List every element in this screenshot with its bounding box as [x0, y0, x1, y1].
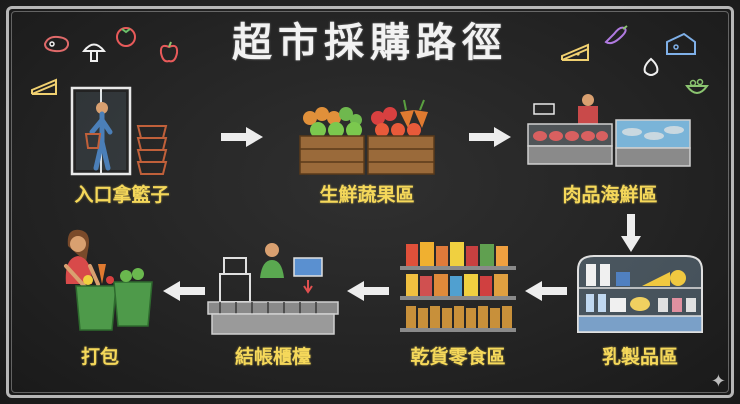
step-label-packing: 打包: [80, 346, 119, 368]
arrow-down-icon: [621, 214, 641, 252]
chalkboard-frame: [6, 6, 734, 398]
step-label-dry-goods: 乾貨零食區: [410, 346, 506, 368]
doodle-cheese-block-icon: [666, 32, 696, 55]
arrow-right-icon: [469, 127, 511, 147]
sparkle-icon: ✦: [710, 371, 726, 392]
doodle-bowl-icon: [685, 78, 709, 94]
packing-bags-icon: [64, 229, 153, 331]
doodle-tomato-icon: [116, 27, 136, 47]
dry-goods-shelf-icon: [400, 242, 516, 332]
step-label-entrance: 入口拿籃子: [74, 184, 170, 206]
doodle-eggplant-icon: [604, 25, 628, 45]
doodle-garlic-icon: [643, 57, 659, 76]
doodle-steak-icon: [43, 35, 70, 53]
step-label-checkout: 結帳櫃檯: [234, 346, 311, 368]
step-label-produce: 生鮮蔬果區: [319, 184, 415, 206]
doodle-mushroom-icon: [82, 43, 106, 62]
dairy-fridge-icon: [577, 255, 703, 333]
entrance-basket-icon: [70, 86, 168, 176]
chalkboard-inner-frame: [11, 11, 729, 393]
arrow-left-icon: [525, 281, 567, 301]
step-label-meat-seafood: 肉品海鮮區: [562, 184, 658, 206]
arrow-left-icon: [163, 281, 205, 301]
arrow-right-icon: [221, 127, 263, 147]
page-title: 超市採購路徑: [232, 20, 508, 66]
doodle-cheese-icon: [561, 43, 589, 61]
doodle-cheese-icon: [31, 78, 57, 95]
produce-crates-icon: [299, 99, 435, 175]
checkout-counter-icon: [207, 243, 339, 335]
step-label-dairy: 乳製品區: [601, 346, 678, 368]
doodle-apple-icon: [159, 41, 179, 63]
arrow-left-icon: [347, 281, 389, 301]
meat-seafood-counter-icon: [527, 94, 691, 167]
